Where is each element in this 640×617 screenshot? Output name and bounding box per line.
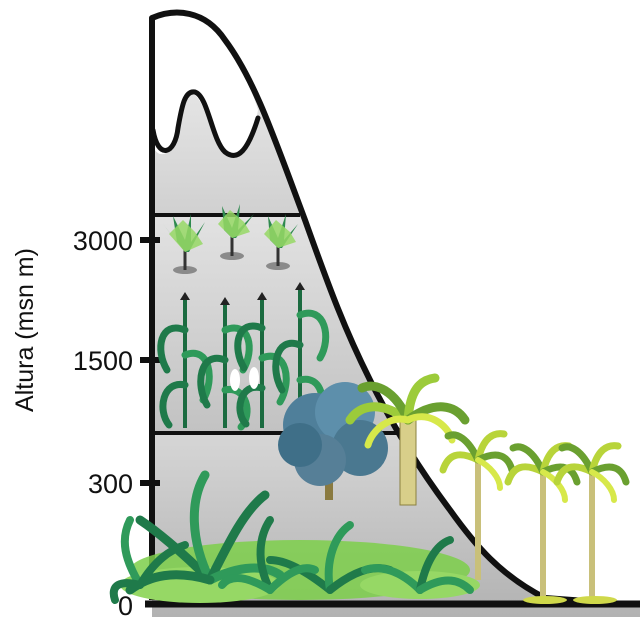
palm-base [523, 596, 567, 604]
broadleaf-plant [109, 516, 189, 604]
tick-label-300: 300 [88, 469, 133, 499]
tick-label-1500: 1500 [73, 346, 133, 376]
axis-title: Altura (msn m) [11, 248, 39, 412]
maize-plant [234, 292, 290, 428]
maize-field [157, 282, 330, 431]
maize-plant [272, 282, 330, 428]
blue-tree [278, 382, 388, 500]
mountain-outline [149, 9, 601, 605]
palm-tree-large [345, 373, 470, 506]
upper-zone-plants [163, 204, 298, 274]
lower-zone-crops [109, 470, 480, 604]
tick-label-3000: 3000 [73, 226, 133, 256]
rosette-plant [210, 204, 254, 260]
broadleaf-plant [218, 516, 319, 594]
palm-tree [553, 442, 630, 598]
snow-cap [152, 12, 258, 157]
rosette-plant [256, 214, 298, 270]
broadleaf-plant [361, 536, 474, 594]
palm-tree [439, 430, 516, 580]
rosette-plant [163, 214, 205, 274]
tick-label-0: 0 [118, 591, 133, 617]
palm-base [573, 596, 617, 604]
snow-line [150, 89, 261, 158]
axis-ticks [140, 237, 160, 486]
